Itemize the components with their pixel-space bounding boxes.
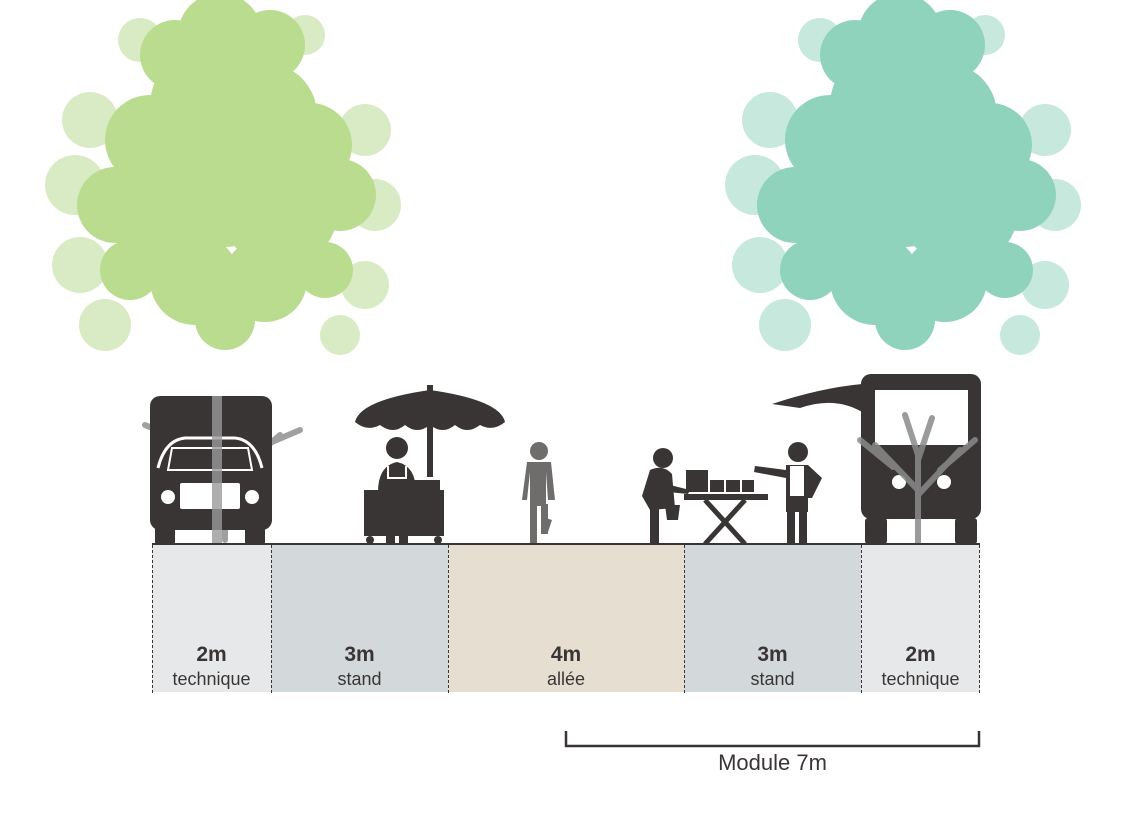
vendor-icon xyxy=(378,437,440,545)
zone-width: 2m xyxy=(905,643,936,666)
zone-technique-left: 2m technique xyxy=(152,545,271,692)
zone-label: stand xyxy=(750,669,795,689)
zone-label: allée xyxy=(546,669,586,689)
zone-stand-left: 3m stand xyxy=(271,545,448,692)
module-label: Module 7m xyxy=(718,750,827,775)
zone-divider xyxy=(684,545,685,693)
zone-divider xyxy=(152,545,153,693)
zone-label: technique xyxy=(172,669,251,689)
zone-width: 3m xyxy=(344,643,375,666)
delivery-truck-icon xyxy=(150,396,272,546)
zone-stand-right: 3m stand xyxy=(684,545,861,692)
folding-table-icon xyxy=(684,470,768,546)
shopper-icon xyxy=(642,448,690,544)
tree-icon xyxy=(725,0,1081,355)
zone-technique-right: 2m technique xyxy=(861,545,980,692)
zone-divider xyxy=(271,545,272,693)
zone-width: 3m xyxy=(757,643,788,666)
vendor-icon xyxy=(754,442,822,546)
zone-allee: 4m allée xyxy=(448,545,684,692)
zone-label: stand xyxy=(337,669,382,689)
zone-divider xyxy=(979,545,980,693)
pedestrian-icon xyxy=(522,442,555,544)
module-bracket xyxy=(564,731,981,748)
zone-width: 2m xyxy=(196,643,227,666)
umbrella-cart-icon xyxy=(355,385,505,545)
zone-width: 4m xyxy=(550,643,582,666)
zone-divider xyxy=(448,545,449,693)
food-truck-icon xyxy=(772,374,981,548)
zone-divider xyxy=(861,545,862,693)
zone-label: technique xyxy=(881,669,960,689)
